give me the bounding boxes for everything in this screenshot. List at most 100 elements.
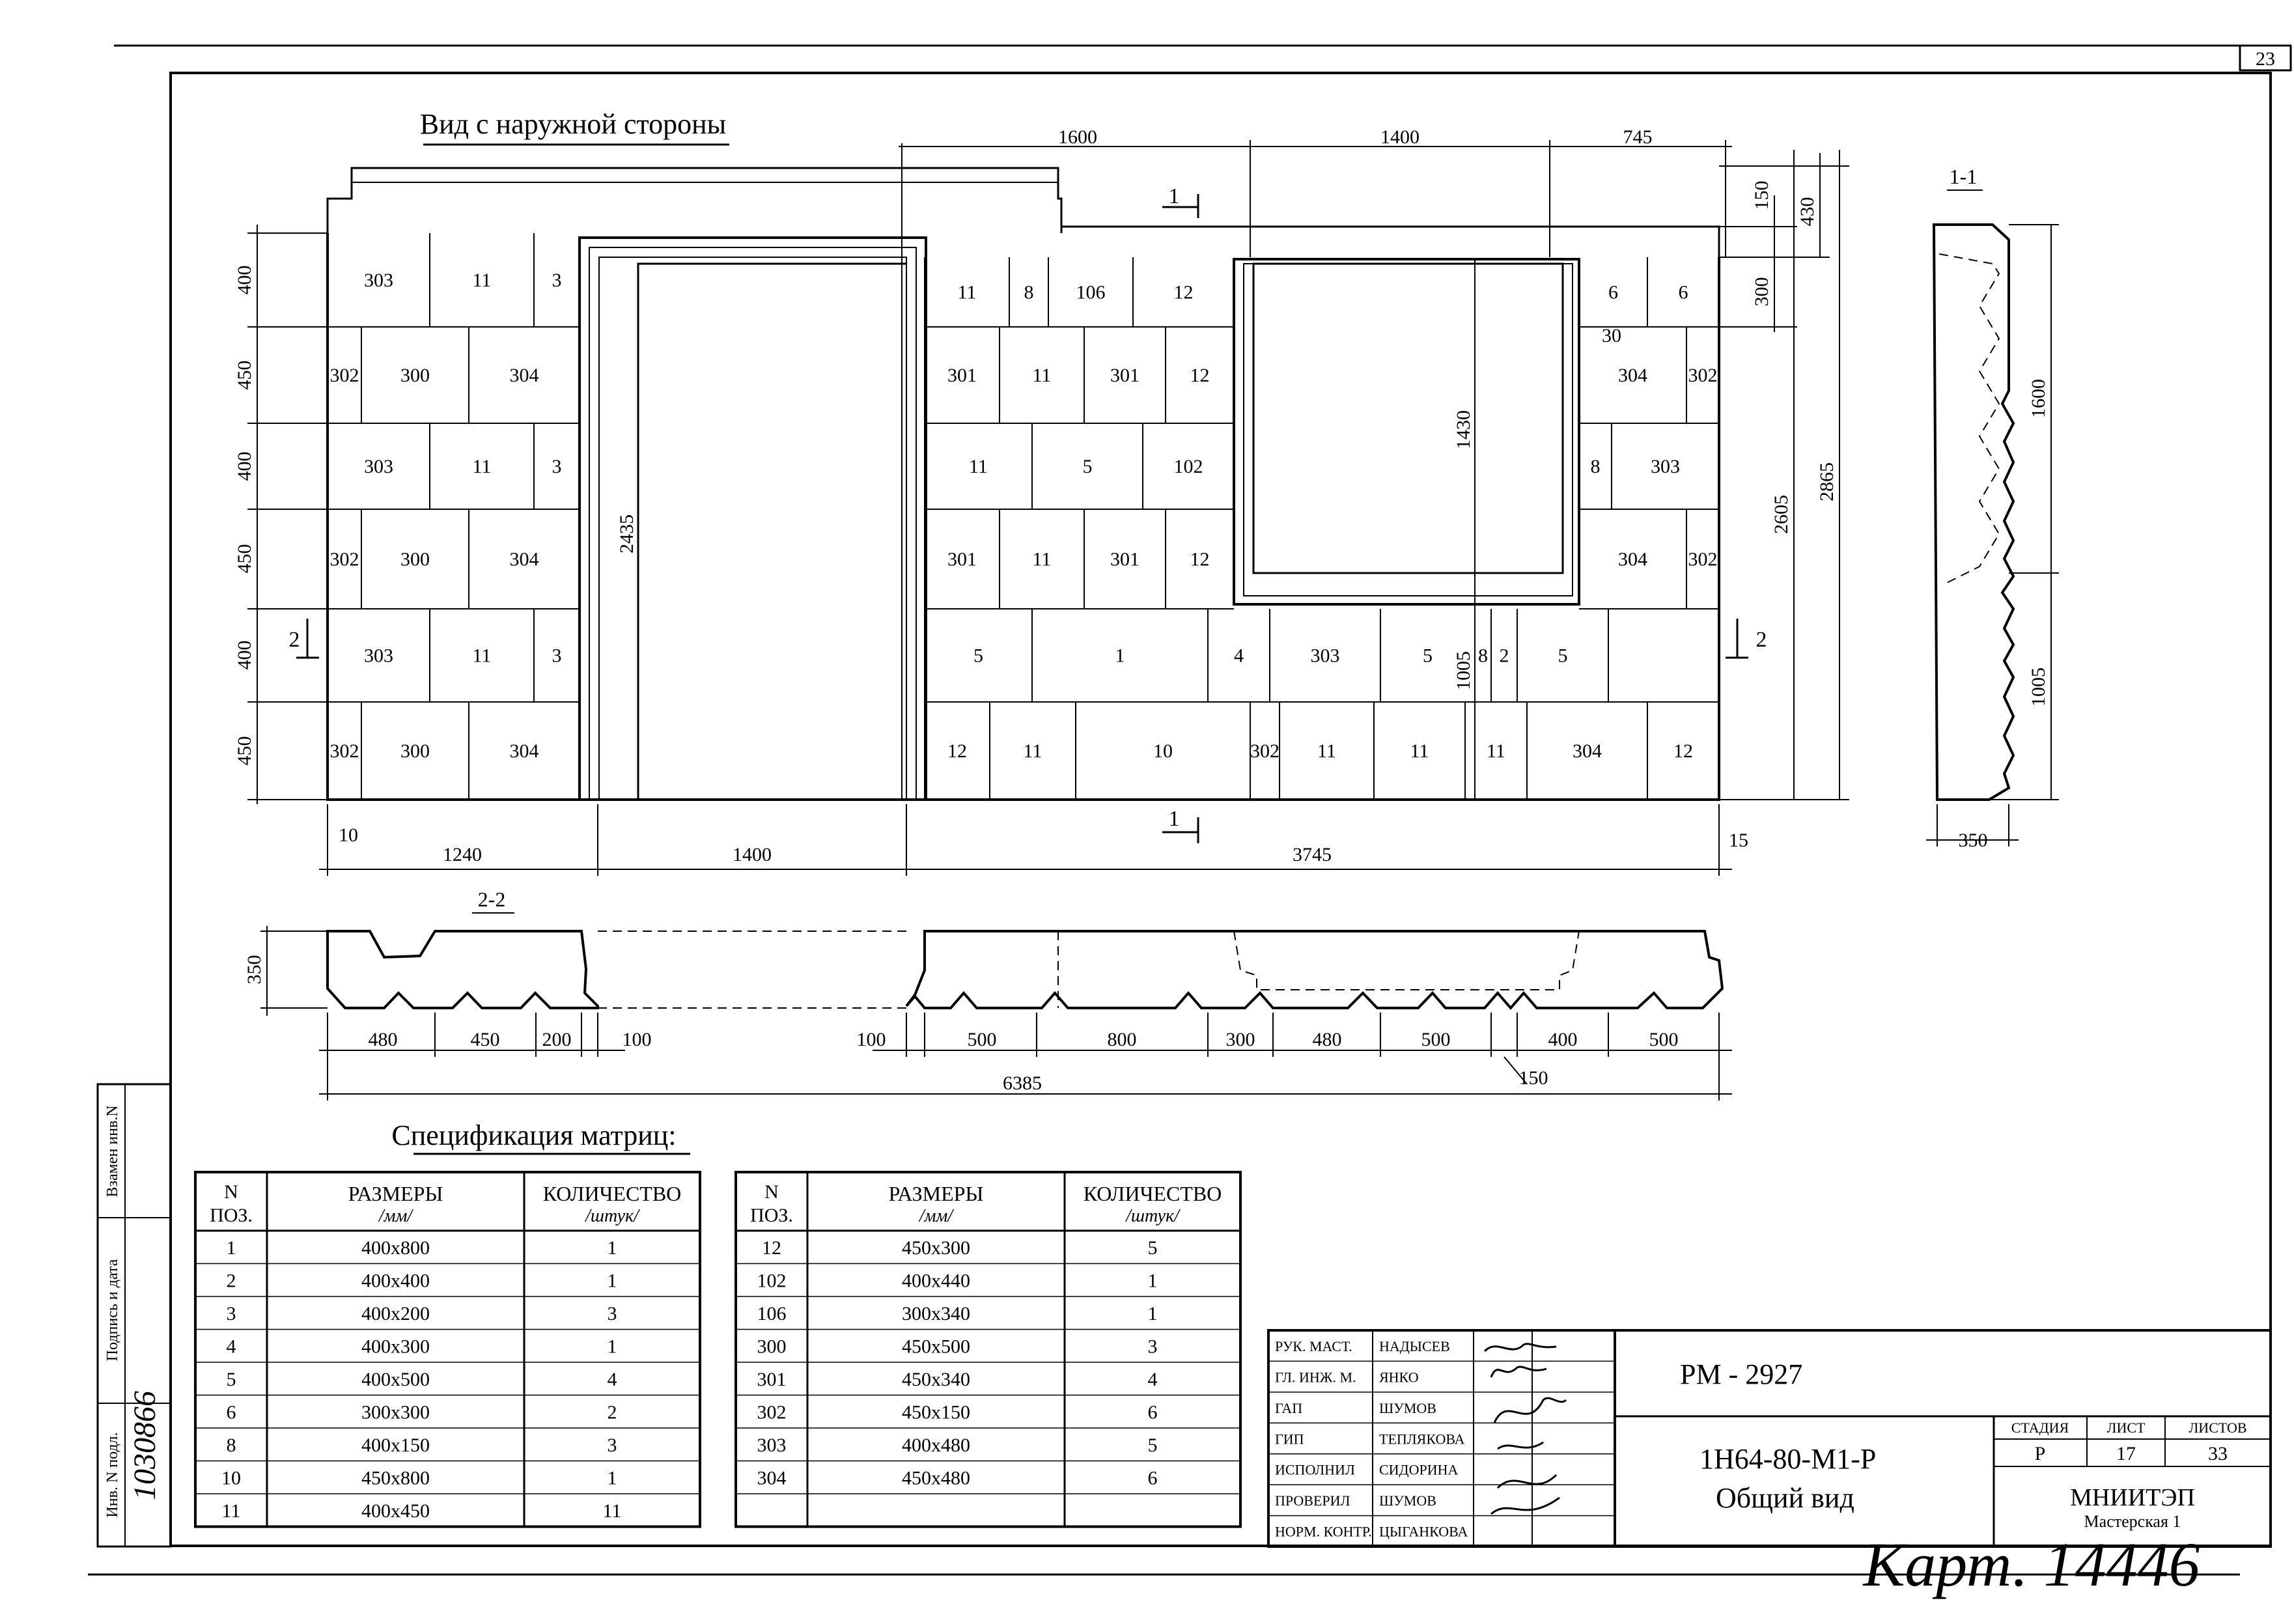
sheets-header: ЛИСТОВ — [2189, 1420, 2246, 1436]
signatures — [1483, 1343, 1567, 1515]
mid-block-pos: 11 — [1024, 740, 1042, 762]
left-block-pos: 3 — [552, 645, 562, 667]
spec-cell-pos: 301 — [757, 1369, 787, 1390]
spec-cell-pos: 12 — [762, 1237, 781, 1259]
left-block-pos: 3 — [552, 456, 562, 477]
mid-block-pos: 301 — [947, 365, 977, 386]
section-2-2-dim-500-c: 500 — [1649, 1029, 1679, 1050]
spec-cell-pos: 302 — [757, 1402, 787, 1423]
dim-left-400-b: 400 — [234, 452, 255, 481]
spec-cell-pos: 3 — [227, 1303, 236, 1324]
left-block-pos: 304 — [510, 740, 539, 762]
mid-block-pos: 11 — [1410, 740, 1429, 762]
mid-block-pos: 5 — [1558, 645, 1568, 667]
role-person: НАДЫСЕВ — [1379, 1338, 1450, 1354]
left-block-pos: 11 — [473, 645, 492, 667]
spec-cell-size: 450x480 — [902, 1468, 970, 1489]
left-block-pos: 302 — [330, 740, 359, 762]
section-1-1-dim-1005: 1005 — [2028, 667, 2049, 707]
right-block-pos: 302 — [1688, 365, 1718, 386]
dim-left-450-b: 450 — [234, 544, 255, 574]
left-block-pos: 302 — [330, 365, 359, 386]
spec-cell-pos: 8 — [227, 1435, 236, 1456]
elevation-title: Вид с наружной стороны — [420, 108, 727, 140]
side-stamp-label-inventory: Инв. N подл. — [104, 1432, 121, 1517]
dim-right-2865: 2865 — [1816, 462, 1838, 501]
mid-block-pos: 102 — [1174, 456, 1203, 477]
section-2-2-dim-100-a: 100 — [622, 1029, 652, 1050]
role-title: ГАП — [1275, 1400, 1302, 1416]
section-2-2-dim-overall: 6385 — [1003, 1072, 1042, 1094]
mid-block-pos: 11 — [1033, 365, 1052, 386]
elevation-dimension-lines — [247, 140, 1849, 876]
dim-bottom-10: 10 — [339, 824, 358, 846]
sheet-frame — [88, 44, 2292, 1576]
section-2-2-dim-height: 350 — [244, 955, 265, 985]
spec-head-qty-unit: /штук/ — [1125, 1206, 1181, 1226]
dim-bottom-1240: 1240 — [443, 844, 482, 865]
role-person: ШУМОВ — [1379, 1400, 1436, 1416]
mid-block-pos: 303 — [1311, 645, 1340, 667]
section-2-2-dim-400: 400 — [1548, 1029, 1578, 1050]
mid-block-pos: 304 — [1573, 740, 1602, 762]
left-block-pos: 300 — [400, 740, 430, 762]
dim-right-2605: 2605 — [1770, 495, 1792, 534]
handwritten-note: Карт. 14446 — [1862, 1530, 2200, 1599]
right-block-pos: 8 — [1591, 456, 1601, 477]
left-block-pos: 304 — [510, 365, 539, 386]
spec-head-pos-n: N — [764, 1181, 779, 1203]
role-title: ГИП — [1275, 1431, 1304, 1447]
sheet-value: 17 — [2116, 1443, 2136, 1464]
sheet-number: 23 — [2256, 48, 2275, 70]
spec-cell-size: 400x480 — [902, 1435, 970, 1456]
spec-cell-pos: 102 — [757, 1270, 787, 1292]
mid-block-pos: 5 — [973, 645, 983, 667]
section-2-2-dim-500-b: 500 — [1421, 1029, 1451, 1050]
spec-cell-size: 400x500 — [361, 1369, 430, 1390]
mid-block-pos: 301 — [947, 549, 977, 570]
section-2-2-label: 2-2 — [478, 888, 506, 911]
dim-left-450-c: 450 — [234, 736, 255, 766]
side-stamp-label-replace: Взамен инв.N — [104, 1105, 121, 1197]
spec-cell-qty: 2 — [608, 1402, 617, 1423]
spec-head-size-unit: /мм/ — [378, 1206, 414, 1226]
spec-table-frame-right — [734, 1171, 1242, 1528]
mid-block-pos: 12 — [1673, 740, 1693, 762]
dim-left-450-a: 450 — [234, 361, 255, 390]
role-title: ГЛ. ИНЖ. М. — [1275, 1369, 1356, 1385]
dim-right-300: 300 — [1751, 277, 1772, 307]
spec-cell-qty: 3 — [608, 1303, 617, 1324]
mid-block-pos: 301 — [1110, 549, 1140, 570]
spec-cell-pos: 5 — [227, 1369, 236, 1390]
mid-block-pos: 106 — [1076, 282, 1106, 303]
mid-block-pos: 11 — [958, 282, 977, 303]
dim-right-430: 430 — [1797, 197, 1818, 227]
mid-block-pos: 301 — [1110, 365, 1140, 386]
dim-door-2435: 2435 — [616, 514, 637, 553]
section-2-2-dim-480-a: 480 — [369, 1029, 398, 1050]
spec-cell-size: 450x800 — [361, 1468, 430, 1489]
spec-cell-size: 450x500 — [902, 1336, 970, 1358]
left-block-pos: 303 — [364, 456, 393, 477]
right-block-pos: 6 — [1608, 282, 1618, 303]
spec-cell-qty: 6 — [1148, 1402, 1158, 1423]
spec-cell-pos: 4 — [227, 1336, 236, 1358]
org-name: МНИИТЭП — [2070, 1484, 2195, 1511]
mid-block-pos: 12 — [1190, 365, 1210, 386]
spec-cell-qty: 3 — [608, 1435, 617, 1456]
spec-cell-pos: 300 — [757, 1336, 787, 1358]
left-block-pos: 300 — [400, 365, 430, 386]
mid-block-pos: 11 — [1317, 740, 1336, 762]
left-block-pos: 11 — [473, 270, 492, 291]
dim-bottom-15: 15 — [1729, 830, 1748, 851]
sheets-value: 33 — [2208, 1443, 2228, 1464]
mid-block-pos: 8 — [1024, 282, 1034, 303]
spec-cell-size: 400x300 — [361, 1336, 430, 1358]
section-2-2-dim-800: 800 — [1108, 1029, 1137, 1050]
role-title: НОРМ. КОНТР. — [1275, 1524, 1372, 1540]
section-1-1-dim-1600: 1600 — [2028, 379, 2049, 418]
role-person: СИДОРИНА — [1379, 1462, 1458, 1478]
spec-head-size-unit: /мм/ — [918, 1206, 955, 1226]
